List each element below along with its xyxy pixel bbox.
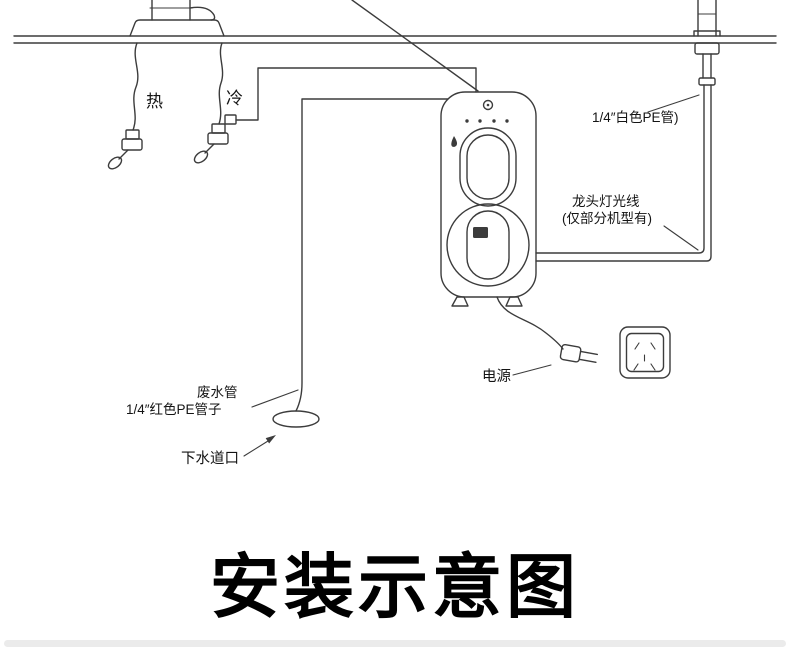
pe-tube-and-light-wire xyxy=(535,84,712,262)
purifier-foot xyxy=(505,296,523,307)
faucet-light-label-line1: 龙头灯光线 xyxy=(572,194,640,209)
power-outlet xyxy=(619,326,671,379)
power-cord xyxy=(496,296,599,363)
purifier-foot xyxy=(451,296,469,307)
white-pe-tube xyxy=(535,84,705,254)
hot-angle-valve xyxy=(121,138,143,151)
faucet-supply-tube xyxy=(351,0,479,92)
drinking-faucet xyxy=(693,0,721,86)
water-drop-icon xyxy=(451,136,458,147)
outlet-slot xyxy=(650,342,656,350)
filter-window-bottom xyxy=(446,203,530,287)
page-bottom-edge xyxy=(4,640,786,647)
hot-label: 热 xyxy=(146,92,163,111)
power-label: 电源 xyxy=(482,368,511,385)
cold-supply-hose xyxy=(193,42,237,164)
indicator-dot xyxy=(492,119,496,123)
waste-tube xyxy=(295,98,449,412)
diagram-title: 安装示意图 xyxy=(210,548,580,626)
indicator-dot xyxy=(478,119,482,123)
filter-label-chip xyxy=(473,227,488,238)
light-wire-leader xyxy=(663,225,699,251)
indicator-dot xyxy=(505,119,509,123)
indicator-dot xyxy=(465,119,469,123)
cold-feed-tube xyxy=(235,67,477,121)
purifier-body xyxy=(440,91,537,298)
kitchen-faucet xyxy=(129,0,225,37)
white-pe-tube-label: 1/4″白色PE管) xyxy=(592,109,679,125)
outlet-slot xyxy=(634,342,640,350)
water-purifier-unit xyxy=(440,91,537,307)
faucet-light-label-line2: (仅部分机型有) xyxy=(562,211,652,226)
drain-leader xyxy=(243,440,269,457)
hot-valve-handle xyxy=(107,156,123,170)
drain-outlet-label: 下水道口 xyxy=(181,450,239,467)
outlet-slot xyxy=(650,363,656,371)
drain-leader-arrowhead xyxy=(265,435,276,444)
cold-label: 冷 xyxy=(226,89,243,108)
countertop xyxy=(13,35,777,44)
drain-opening xyxy=(272,410,320,428)
faucet-light-wire xyxy=(535,84,712,262)
cold-valve-handle xyxy=(193,150,209,164)
white-pe-leader xyxy=(647,94,700,113)
faucet-mount-nut xyxy=(694,42,720,55)
power-indicator xyxy=(482,99,494,111)
outlet-slot xyxy=(633,363,639,371)
waste-pipe-label-line1: 废水管 xyxy=(197,385,238,400)
power-leader xyxy=(512,364,552,376)
waste-water-line xyxy=(272,98,449,428)
cold-tee-fitting xyxy=(224,114,237,125)
waste-pipe-label-line2: 1/4″红色PE管子 xyxy=(126,401,222,417)
waste-pipe-leader xyxy=(251,389,299,408)
power-plug xyxy=(559,343,599,363)
hot-supply-hose xyxy=(107,42,143,170)
cold-angle-valve xyxy=(207,132,229,145)
filter-window-top xyxy=(459,127,517,207)
leader-lines xyxy=(243,94,700,457)
